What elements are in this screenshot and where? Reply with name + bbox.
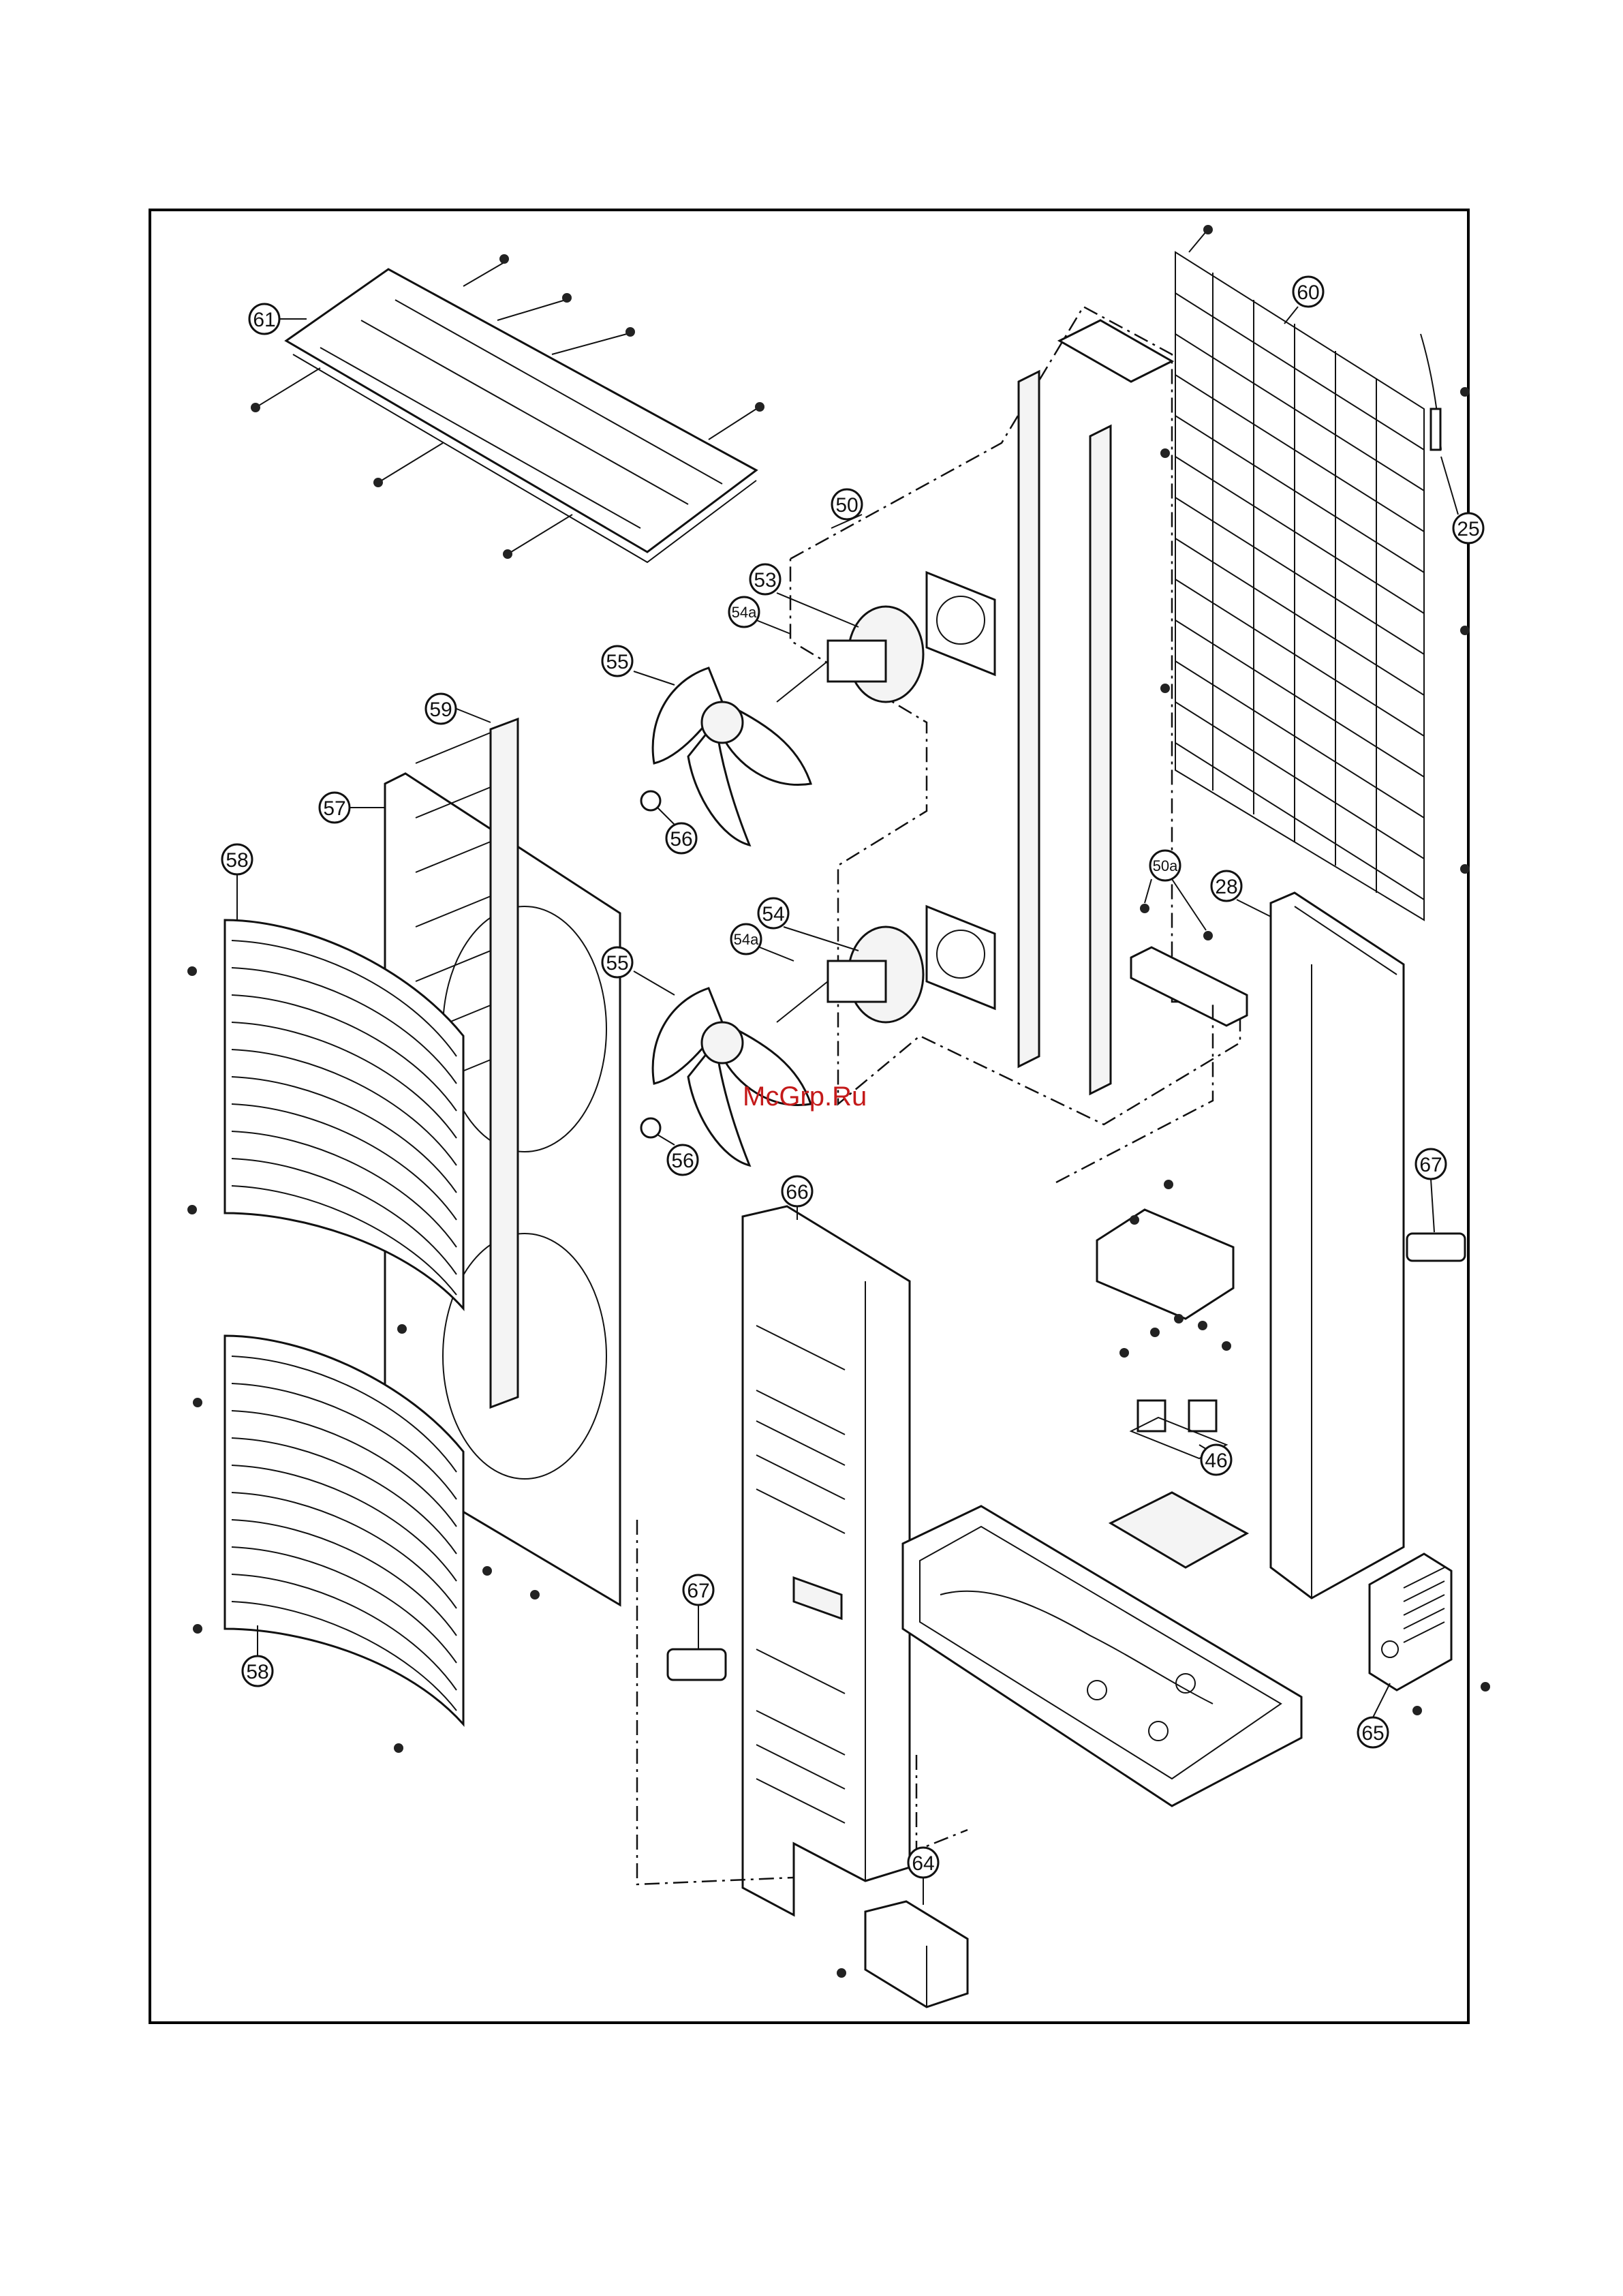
svg-text:55: 55 xyxy=(606,651,628,673)
svg-text:54a: 54a xyxy=(732,604,757,621)
side-panel-front xyxy=(743,1206,910,1915)
motor-bracket-lower xyxy=(927,906,995,1009)
callout-54a-bottom: 54a xyxy=(731,924,794,961)
base-pan xyxy=(903,1506,1301,1806)
svg-text:50a: 50a xyxy=(1153,857,1178,874)
callout-28: 28 xyxy=(1211,871,1271,917)
rear-guard-grille xyxy=(1160,225,1470,920)
callout-54a-top: 54a xyxy=(729,597,790,634)
fan-motor-upper xyxy=(777,607,923,702)
svg-text:58: 58 xyxy=(246,1661,268,1683)
svg-text:53: 53 xyxy=(754,569,776,592)
fan-motor-lower xyxy=(777,927,923,1022)
svg-text:64: 64 xyxy=(912,1852,934,1875)
callout-55-top: 55 xyxy=(602,646,675,685)
svg-text:56: 56 xyxy=(671,1150,694,1172)
fan-nut-upper xyxy=(641,791,660,810)
svg-text:56: 56 xyxy=(670,828,692,851)
svg-text:60: 60 xyxy=(1297,281,1319,304)
callout-65: 65 xyxy=(1358,1683,1390,1747)
callout-58-top: 58 xyxy=(222,844,252,920)
callout-64: 64 xyxy=(908,1848,938,1905)
svg-text:59: 59 xyxy=(429,699,452,721)
handle-right xyxy=(1407,1234,1465,1261)
fan-nut-lower xyxy=(641,1118,660,1137)
side-panel-right xyxy=(1271,893,1404,1598)
callout-61: 61 xyxy=(249,304,307,334)
motor-support-base xyxy=(1131,904,1247,1026)
callout-67-right: 67 xyxy=(1416,1149,1446,1232)
callout-50: 50 xyxy=(831,489,862,528)
callout-67-left: 67 xyxy=(683,1575,713,1649)
callout-60: 60 xyxy=(1284,277,1323,324)
callout-50a: 50a xyxy=(1145,851,1206,930)
callout-54: 54 xyxy=(758,898,859,951)
callout-53: 53 xyxy=(750,564,859,627)
svg-text:61: 61 xyxy=(253,309,275,331)
motor-bracket-upper xyxy=(927,572,995,675)
svg-text:67: 67 xyxy=(687,1580,709,1602)
top-panel xyxy=(251,254,764,562)
svg-text:55: 55 xyxy=(606,952,628,975)
svg-text:54: 54 xyxy=(762,903,784,925)
svg-text:28: 28 xyxy=(1215,876,1237,898)
callout-59: 59 xyxy=(426,694,491,724)
callout-56-bottom: 56 xyxy=(658,1135,698,1175)
svg-text:54a: 54a xyxy=(734,931,759,948)
svg-text:67: 67 xyxy=(1419,1154,1442,1176)
callout-56-top: 56 xyxy=(658,808,696,853)
pcb-board xyxy=(1111,1493,1247,1567)
louver-cover xyxy=(1370,1554,1490,1715)
handle-left xyxy=(668,1649,726,1680)
svg-text:58: 58 xyxy=(226,849,248,872)
svg-text:46: 46 xyxy=(1205,1450,1227,1472)
assembly-guide-base xyxy=(1056,1002,1213,1182)
svg-text:25: 25 xyxy=(1457,518,1479,540)
control-box-cover xyxy=(1097,1210,1233,1319)
callout-25: 25 xyxy=(1441,457,1483,543)
callout-58-bottom: 58 xyxy=(243,1625,273,1686)
svg-text:66: 66 xyxy=(786,1181,808,1204)
svg-text:65: 65 xyxy=(1361,1722,1384,1745)
callout-46: 46 xyxy=(1199,1445,1231,1475)
svg-text:57: 57 xyxy=(323,797,345,820)
svg-text:50: 50 xyxy=(835,494,858,517)
assembly-guide-bottom xyxy=(916,1755,968,1850)
watermark-text: McGrp.Ru xyxy=(743,1082,867,1112)
service-cover xyxy=(837,1901,968,2007)
callout-57: 57 xyxy=(320,793,385,823)
